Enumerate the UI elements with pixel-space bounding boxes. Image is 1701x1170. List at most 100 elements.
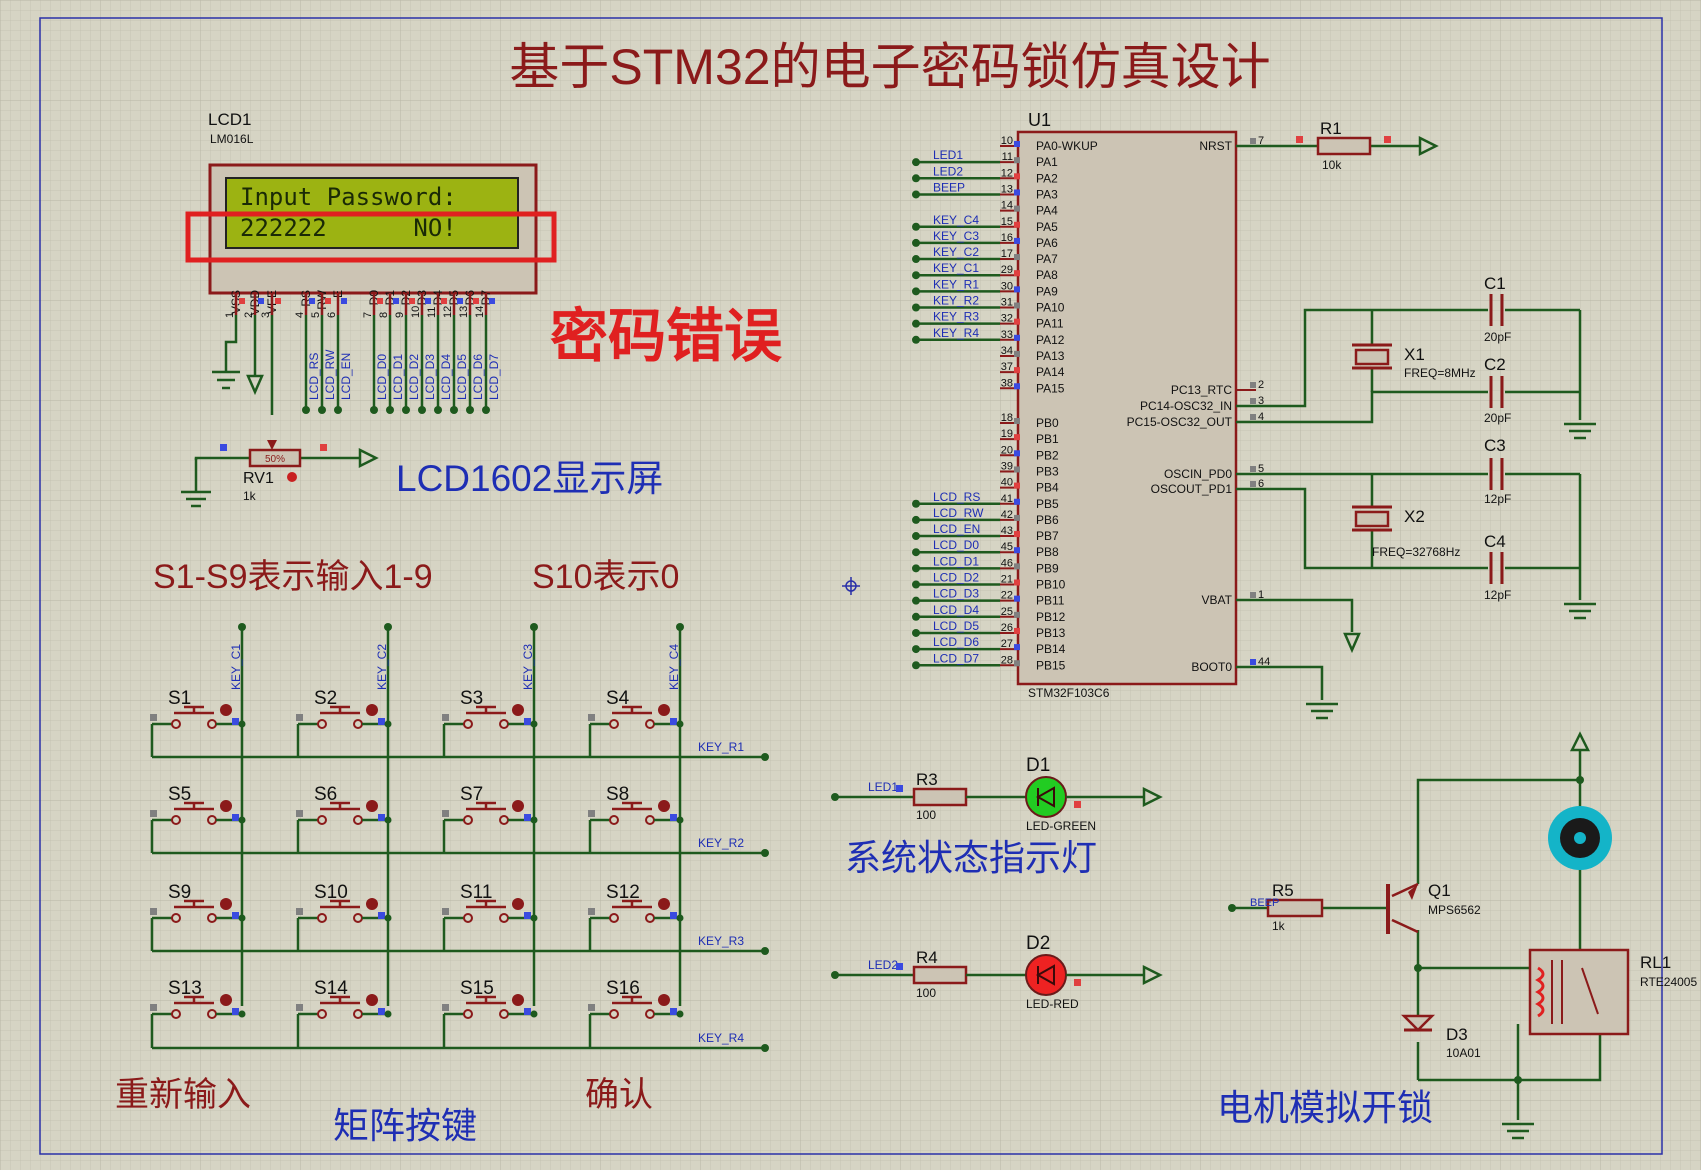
keypad-switch[interactable]: S16 bbox=[588, 978, 684, 1048]
crystal-x2[interactable]: X2 FREQ=32768Hz bbox=[1352, 505, 1460, 559]
keypad-switch[interactable]: S2 bbox=[296, 688, 392, 757]
mcu-pin-name: PB10 bbox=[1036, 578, 1066, 592]
pin-marker bbox=[1014, 334, 1020, 341]
c1-value: 20pF bbox=[1484, 330, 1511, 344]
junction bbox=[676, 1010, 684, 1018]
column-net-label: KEY_C4 bbox=[667, 644, 681, 690]
junction bbox=[530, 720, 538, 728]
led-ref: D1 bbox=[1026, 755, 1050, 776]
mcu-pin-name: PB7 bbox=[1036, 529, 1059, 543]
keypad-switch[interactable]: S4 bbox=[588, 688, 684, 757]
junction bbox=[384, 720, 392, 728]
keypad-switch[interactable]: S8 bbox=[588, 784, 684, 853]
mcu-pin-name: PA14 bbox=[1036, 365, 1065, 379]
lcd-pin-number: 4 bbox=[294, 312, 306, 318]
d3-type: 10A01 bbox=[1446, 1046, 1481, 1060]
mcu-pin-name: PB1 bbox=[1036, 432, 1059, 446]
net-terminal bbox=[434, 406, 442, 414]
mcu-pin-name: PB13 bbox=[1036, 626, 1066, 640]
keypad-switch[interactable]: S14 bbox=[296, 978, 392, 1048]
pin-marker bbox=[670, 1008, 677, 1015]
resistor-r1[interactable]: R1 10k bbox=[1236, 119, 1439, 172]
pin-marker bbox=[232, 814, 239, 821]
mcu-pin-number: 38 bbox=[1001, 377, 1013, 389]
net-terminal bbox=[912, 612, 920, 621]
pin-marker bbox=[1014, 450, 1020, 457]
net-terminal bbox=[912, 287, 920, 296]
mcu-pin-number: 33 bbox=[1001, 329, 1013, 341]
keypad-switch[interactable]: S7 bbox=[442, 784, 538, 853]
net-terminal bbox=[912, 548, 920, 557]
mcu-net-label: LED1 bbox=[933, 148, 963, 162]
net-terminal bbox=[912, 303, 920, 312]
switch-label: S10 bbox=[314, 882, 348, 903]
mcu-net-label: BEEP bbox=[933, 180, 965, 194]
mcu-pin-name: PA8 bbox=[1036, 268, 1058, 282]
crystal-x1[interactable]: X1 FREQ=8MHz bbox=[1352, 343, 1476, 380]
switch-label: S6 bbox=[314, 784, 337, 805]
pin-marker bbox=[1014, 418, 1020, 424]
keypad-switch[interactable]: S3 bbox=[442, 688, 538, 757]
column-net-label: KEY_C2 bbox=[375, 644, 389, 690]
pin-marker bbox=[150, 714, 157, 721]
pin-marker bbox=[1014, 254, 1020, 261]
switch-state-dot bbox=[220, 800, 232, 812]
x2-freq: FREQ=32768Hz bbox=[1372, 545, 1460, 559]
pin-marker bbox=[588, 810, 595, 817]
keys-note-2: S10表示0 bbox=[532, 558, 679, 596]
x2-ref: X2 bbox=[1404, 507, 1425, 526]
mcu-pin-name: PA7 bbox=[1036, 252, 1058, 266]
keypad-switch[interactable]: S15 bbox=[442, 978, 538, 1048]
pin-marker bbox=[393, 298, 399, 304]
keypad-switch[interactable]: S11 bbox=[442, 882, 538, 951]
pin-marker bbox=[1250, 659, 1256, 665]
pot-rv1[interactable]: 50% RV1 1k bbox=[181, 440, 379, 508]
keypad-switch[interactable]: S9 bbox=[150, 882, 246, 951]
pin-marker bbox=[441, 298, 447, 304]
net-terminal bbox=[761, 1044, 769, 1052]
switch-contact bbox=[463, 913, 473, 923]
pin-marker bbox=[1250, 592, 1256, 598]
mcu-pin-number: 37 bbox=[1001, 361, 1013, 373]
page-title: 基于STM32的电子密码锁仿真设计 bbox=[509, 39, 1270, 95]
mcu-net-label: LED2 bbox=[933, 164, 963, 178]
mcu-pin-number: 39 bbox=[1001, 460, 1013, 472]
mcu-net-label: KEY_C1 bbox=[933, 261, 979, 275]
pin-marker bbox=[1014, 514, 1020, 521]
r5-ref: R5 bbox=[1272, 881, 1294, 900]
net-terminal bbox=[761, 849, 769, 857]
pin-marker bbox=[296, 714, 303, 721]
r1-ref: R1 bbox=[1320, 119, 1342, 138]
c4-ref: C4 bbox=[1484, 532, 1506, 551]
pin-marker bbox=[1014, 205, 1020, 212]
mcu-pin-number: 31 bbox=[1001, 297, 1013, 309]
keypad-switch[interactable]: S1 bbox=[150, 688, 246, 757]
mcu-pin-name: PA6 bbox=[1036, 236, 1058, 250]
mcu-pin-number: 40 bbox=[1001, 477, 1013, 489]
keypad-switch[interactable]: S6 bbox=[296, 784, 392, 853]
keypad-switch[interactable]: S5 bbox=[150, 784, 246, 853]
mcu-pin-name: PB8 bbox=[1036, 545, 1059, 559]
keypad-switch[interactable]: S13 bbox=[150, 978, 246, 1048]
motor-driver-circuit[interactable]: R5 BEEP 1k Q1 MPS6562 D3 10A01 RL1 RTE24… bbox=[1228, 731, 1697, 1140]
mcu-pin-name: PB12 bbox=[1036, 610, 1066, 624]
confirm-label: 确认 bbox=[585, 1076, 653, 1114]
lcd-line-2: 222222 NO! bbox=[240, 214, 457, 242]
net-terminal bbox=[912, 174, 920, 183]
mcu-net-label: KEY_C4 bbox=[933, 213, 979, 227]
highlight-box bbox=[185, 211, 557, 263]
switch-contact bbox=[171, 719, 181, 729]
net-terminal bbox=[912, 532, 920, 541]
switch-label: S4 bbox=[606, 688, 630, 709]
switch-state-dot bbox=[366, 704, 378, 716]
keypad-switch[interactable]: S12 bbox=[588, 882, 684, 951]
mcu-pin-number: 11 bbox=[1002, 151, 1013, 163]
mcu-net-label: KEY_R4 bbox=[933, 326, 979, 340]
keypad-switch[interactable]: S10 bbox=[296, 882, 392, 951]
lcd-component[interactable]: LCD1 LM016L Input Password: 222222 NO! V… bbox=[185, 110, 557, 414]
